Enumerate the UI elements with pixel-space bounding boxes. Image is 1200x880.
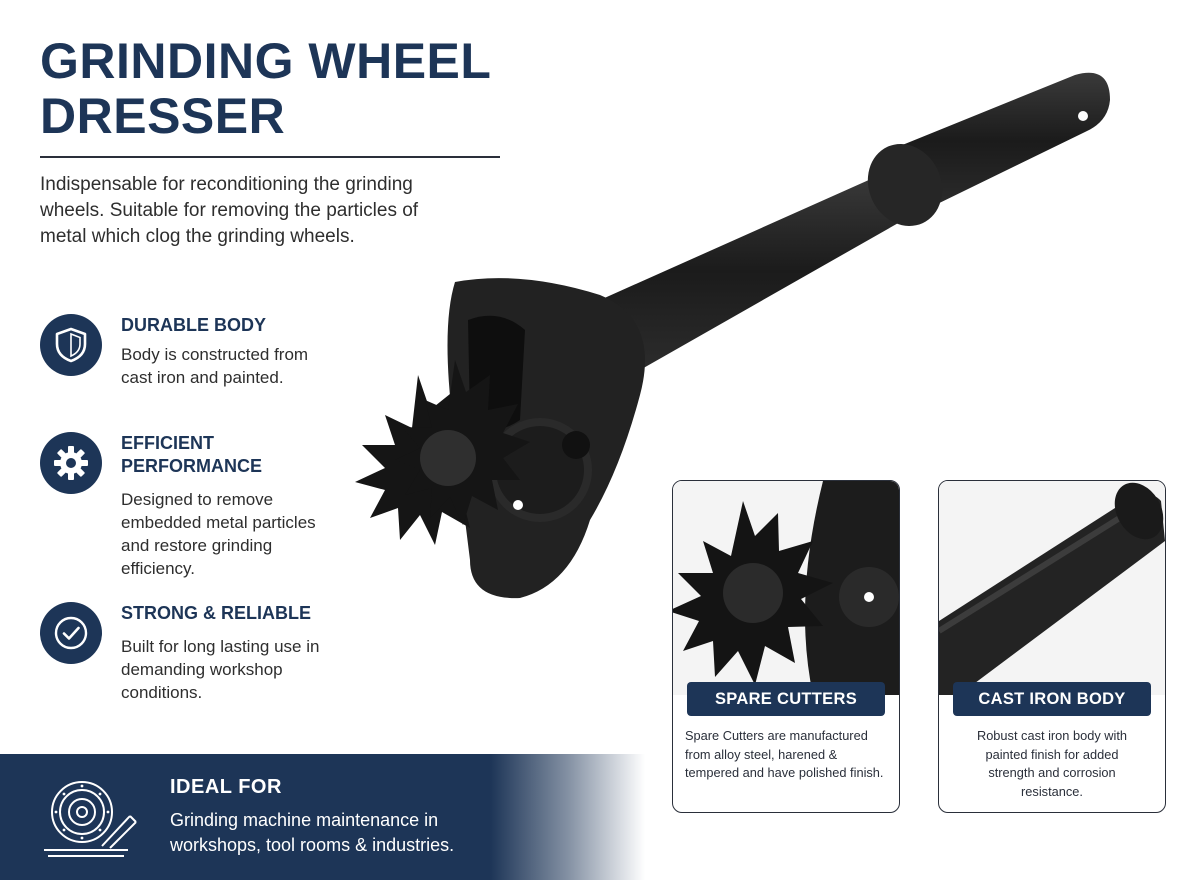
feature-title: STRONG & RELIABLE [121, 603, 312, 623]
feature-title: DURABLE BODY [121, 315, 267, 335]
gear-icon [40, 432, 102, 494]
cutter-wheels [355, 360, 530, 545]
banner-title: IDEAL FOR [170, 776, 282, 798]
cutters-closeup-photo [673, 481, 899, 695]
grinding-wheel-icon [44, 781, 137, 857]
feature-desc: Body is constructed from cast iron and p… [121, 345, 309, 387]
feature-desc: Built for long lasting use in demanding … [121, 637, 320, 702]
dresser-head [447, 278, 645, 599]
dresser-handle [600, 72, 1110, 370]
card-cast-iron-body: CAST IRON BODY Robust cast iron body wit… [938, 480, 1166, 813]
banner-desc: Grinding machine maintenance in workshop… [170, 810, 455, 855]
feature-title: EFFICIENT PERFORMANCE [121, 433, 263, 476]
card-label: SPARE CUTTERS [687, 682, 885, 716]
handle-closeup-photo [939, 481, 1165, 695]
feature-desc: Designed to remove embedded metal partic… [121, 490, 316, 578]
check-circle-icon [40, 602, 102, 664]
title-divider [40, 156, 500, 158]
intro-text: Indispensable for reconditioning the gri… [40, 174, 419, 248]
product-image [355, 72, 1110, 599]
card-desc: Robust cast iron body with painted finis… [976, 728, 1128, 799]
shield-icon [40, 314, 102, 376]
card-label: CAST IRON BODY [953, 682, 1151, 716]
card-spare-cutters: SPARE CUTTERS Spare Cutters are manufact… [672, 480, 900, 813]
page-title: GRINDING WHEEL DRESSER [40, 33, 492, 144]
card-desc: Spare Cutters are manufactured from allo… [685, 728, 884, 781]
